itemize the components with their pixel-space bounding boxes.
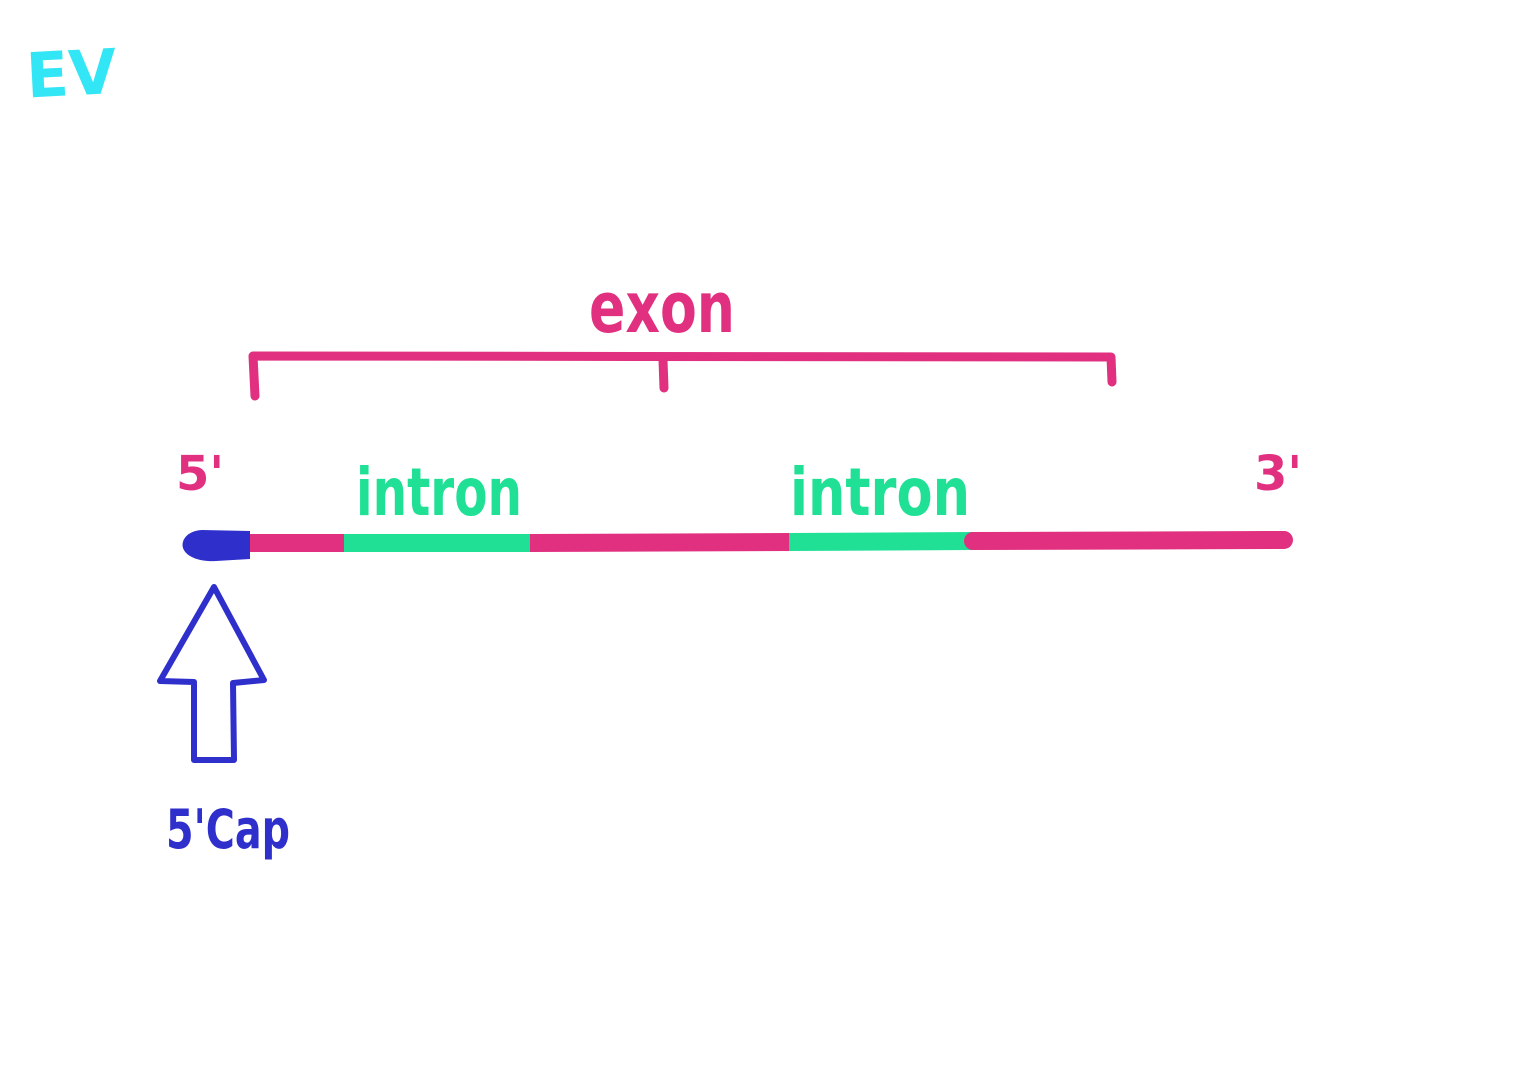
- up-arrow-outline-icon: [157, 584, 267, 763]
- logo-text: EV: [24, 35, 118, 113]
- cap-blob-icon: [182, 530, 250, 562]
- exon-segment-3: [964, 531, 1293, 550]
- exon-segment-2: [529, 533, 791, 552]
- exon-label: exon: [589, 267, 735, 349]
- three-prime-label: 3': [1254, 446, 1302, 502]
- intron-label-2: intron: [790, 454, 970, 531]
- intron-label-1: intron: [356, 454, 522, 531]
- exon-bracket-icon: [248, 351, 1117, 401]
- cap-label: 5'Cap: [166, 798, 290, 861]
- mrna-strand: [240, 531, 1293, 552]
- intron-segment-2: [788, 532, 975, 551]
- five-prime-label: 5': [176, 446, 224, 502]
